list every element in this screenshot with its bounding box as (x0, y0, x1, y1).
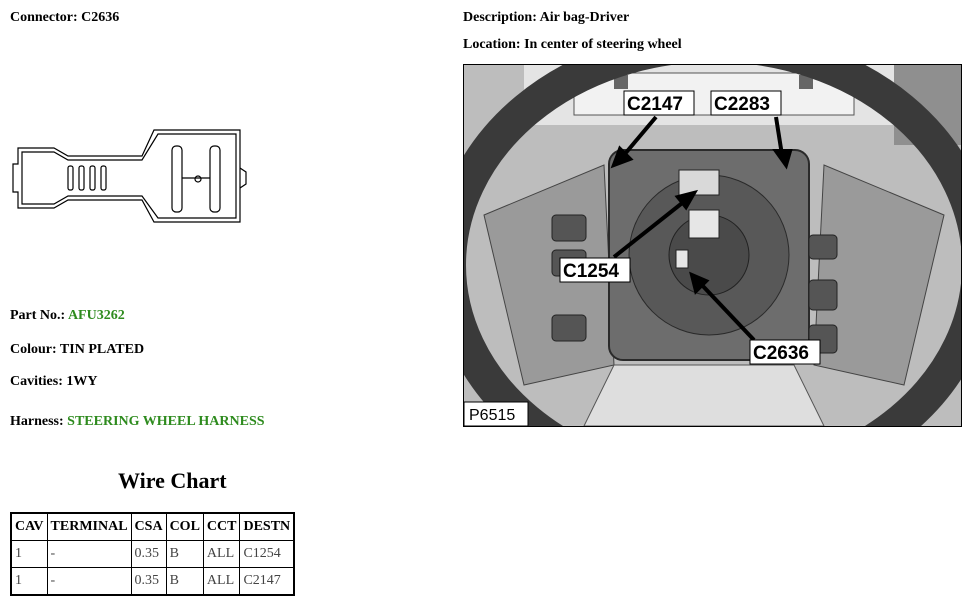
cell-cct: ALL (202, 567, 241, 596)
cavities-value: 1WY (66, 374, 98, 389)
cell-col: B (165, 567, 204, 596)
cell-csa: 0.35 (130, 567, 167, 596)
callout-c1254: C1254 (563, 261, 619, 282)
header-destn: DESTN (239, 512, 295, 541)
cell-terminal: - (46, 540, 132, 568)
cell-destn: C1254 (239, 540, 295, 568)
location-field: Location: In center of steering wheel (463, 37, 682, 53)
connector-heading: Connector: C2636 (10, 10, 119, 26)
steering-wheel-photo: C2147 C2283 C1254 C2636 P6515 (463, 64, 962, 427)
cell-terminal: - (46, 567, 132, 596)
figure-code: P6515 (469, 407, 515, 424)
cavities-field: Cavities: 1WY (10, 374, 98, 390)
harness-value[interactable]: STEERING WHEEL HARNESS (67, 414, 265, 429)
part-value[interactable]: AFU3262 (67, 308, 125, 323)
location-value: In center of steering wheel (524, 37, 682, 52)
wire-chart-title: Wire Chart (118, 468, 227, 493)
harness-label: Harness: (10, 414, 64, 429)
table-row: 1 - 0.35 B ALL C1254 (10, 540, 295, 568)
header-col: COL (165, 512, 204, 541)
harness-field: Harness: STEERING WHEEL HARNESS (10, 414, 265, 430)
description-value: Air bag-Driver (539, 10, 630, 25)
cell-cav: 1 (10, 567, 48, 596)
wire-chart-table: CAV TERMINAL CSA COL CCT DESTN 1 - 0.35 … (10, 512, 296, 596)
header-cav: CAV (10, 512, 48, 541)
cell-csa: 0.35 (130, 540, 167, 568)
connector-label: Connector: (10, 10, 78, 25)
part-label: Part No.: (10, 308, 66, 323)
callout-c2147: C2147 (627, 94, 683, 115)
header-csa: CSA (130, 512, 167, 541)
description-label: Description: (463, 10, 537, 25)
part-number: Part No.: AFU3262 (10, 308, 125, 324)
cell-cct: ALL (202, 540, 241, 568)
cell-destn: C2147 (239, 567, 295, 596)
description-field: Description: Air bag-Driver (463, 10, 629, 26)
colour-field: Colour: TIN PLATED (10, 342, 144, 358)
colour-value: TIN PLATED (59, 342, 145, 357)
location-label: Location: (463, 37, 521, 52)
table-row: 1 - 0.35 B ALL C2147 (10, 567, 295, 596)
connector-drawing (12, 129, 247, 223)
cavities-label: Cavities: (10, 374, 63, 389)
colour-label: Colour: (10, 342, 57, 357)
cell-cav: 1 (10, 540, 48, 568)
wire-chart-header-row: CAV TERMINAL CSA COL CCT DESTN (10, 512, 295, 541)
callout-c2283: C2283 (714, 94, 770, 115)
header-terminal: TERMINAL (46, 512, 132, 541)
callout-c2636: C2636 (753, 343, 809, 364)
connector-value: C2636 (81, 10, 120, 25)
cell-col: B (165, 540, 204, 568)
header-cct: CCT (202, 512, 241, 541)
